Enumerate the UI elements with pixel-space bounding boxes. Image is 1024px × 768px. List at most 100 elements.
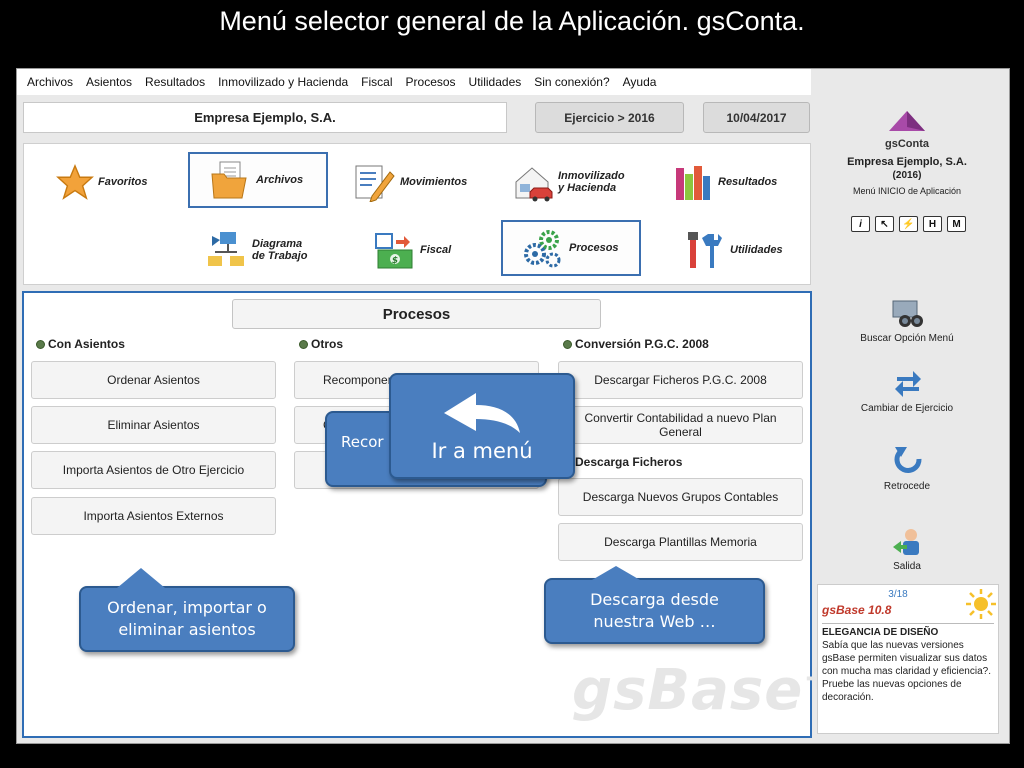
menu-asientos[interactable]: Asientos bbox=[86, 75, 133, 89]
ir-menu-button[interactable]: Ir a menú bbox=[389, 373, 575, 479]
menu-bar: Archivos Asientos Resultados Inmovilizad… bbox=[17, 69, 811, 95]
section-con-asientos-label: Con Asientos bbox=[48, 337, 125, 351]
section-conversion-pgc: Conversión P.G.C. 2008 bbox=[563, 337, 709, 351]
section-bullet-icon bbox=[563, 339, 572, 349]
module-inmovilizado-line1: Inmovilizado bbox=[558, 170, 625, 182]
tip-body: Sabía que las nuevas versiones gsBase pe… bbox=[822, 640, 991, 703]
cambiar-ejercicio-label: Cambiar de Ejercicio bbox=[860, 403, 954, 414]
salida-label: Salida bbox=[893, 561, 921, 572]
tip-product: gsBase 10.8 bbox=[822, 603, 892, 617]
importa-otro-ejercicio-button[interactable]: Importa Asientos de Otro Ejercicio bbox=[31, 451, 276, 489]
module-fiscal[interactable]: $ Fiscal bbox=[374, 222, 484, 278]
ejercicio-button[interactable]: Ejercicio > 2016 bbox=[535, 102, 684, 133]
module-procesos-label: Procesos bbox=[569, 242, 619, 254]
gears-icon bbox=[524, 230, 561, 268]
swap-arrows-icon bbox=[895, 371, 921, 397]
callout-ordenar-text: Ordenar, importar o eliminar asientos bbox=[107, 598, 267, 639]
menu-fiscal[interactable]: Fiscal bbox=[361, 75, 393, 89]
module-archivos[interactable]: Archivos bbox=[188, 152, 328, 208]
module-favoritos-label: Favoritos bbox=[98, 176, 148, 188]
descarga-ficheros-heading: Descarga Ficheros bbox=[575, 455, 683, 469]
flowchart-icon bbox=[208, 232, 244, 266]
section-otros-label: Otros bbox=[311, 337, 344, 351]
ordenar-asientos-button[interactable]: Ordenar Asientos bbox=[31, 361, 276, 399]
lightning-icon[interactable]: ⚡ bbox=[899, 216, 918, 232]
callout-descarga: Descarga desde nuestra Web … bbox=[544, 566, 765, 644]
watermark-text: gsBase bbox=[572, 658, 804, 723]
cursor-icon[interactable]: ↖ bbox=[875, 216, 894, 232]
descarga-grupos-button[interactable]: Descarga Nuevos Grupos Contables bbox=[558, 478, 803, 516]
section-otros: Otros bbox=[299, 337, 343, 351]
money-icon: $ bbox=[375, 233, 413, 269]
binoculars-icon bbox=[892, 300, 923, 327]
house-car-icon bbox=[515, 167, 553, 202]
document-pencil-icon bbox=[355, 165, 395, 202]
h-icon[interactable]: H bbox=[923, 216, 942, 232]
star-icon bbox=[56, 163, 94, 200]
menu-inmovilizado[interactable]: Inmovilizado y Hacienda bbox=[218, 75, 349, 89]
menu-procesos[interactable]: Procesos bbox=[405, 75, 456, 89]
module-movimientos-label: Movimientos bbox=[400, 176, 468, 188]
app-name: gsConta bbox=[885, 138, 929, 150]
procesos-title: Procesos bbox=[232, 299, 601, 329]
ir-menu-label: Ir a menú bbox=[431, 439, 533, 463]
module-procesos[interactable]: Procesos bbox=[501, 220, 641, 276]
module-diagrama-line2: de Trabajo bbox=[252, 250, 308, 262]
info-icon[interactable]: i bbox=[851, 216, 870, 232]
callout-ordenar: Ordenar, importar o eliminar asientos bbox=[79, 568, 295, 652]
section-conversion-pgc-label: Conversión P.G.C. 2008 bbox=[575, 337, 709, 351]
tip-counter[interactable]: 3/18 bbox=[888, 589, 908, 600]
module-fiscal-label: Fiscal bbox=[420, 244, 452, 256]
folder-icon bbox=[211, 161, 247, 199]
slide-title: Menú selector general de la Aplicación. … bbox=[219, 6, 805, 36]
tools-icon bbox=[688, 232, 722, 268]
app-window: Archivos Asientos Resultados Inmovilizad… bbox=[16, 68, 1010, 744]
module-resultados-label: Resultados bbox=[718, 176, 778, 188]
menu-sin-conexion[interactable]: Sin conexión? bbox=[534, 75, 610, 89]
module-diagrama-line1: Diagrama bbox=[252, 238, 303, 250]
module-utilidades-label: Utilidades bbox=[730, 244, 783, 256]
modules-panel: Favoritos Archivos Movimientos Inmoviliz… bbox=[23, 143, 811, 285]
module-inmovilizado-line2: y Hacienda bbox=[558, 182, 617, 194]
module-favoritos[interactable]: Favoritos bbox=[56, 154, 176, 210]
callout-recomponer-line1: Recor bbox=[341, 433, 384, 451]
svg-text:$: $ bbox=[392, 256, 398, 266]
back-arrow-icon bbox=[444, 393, 520, 433]
eliminar-asientos-button[interactable]: Eliminar Asientos bbox=[31, 406, 276, 444]
menu-resultados[interactable]: Resultados bbox=[145, 75, 206, 89]
right-subtitle: Menú INICIO de Aplicación bbox=[852, 186, 962, 196]
tip-heading: ELEGANCIA DE DISEÑO bbox=[822, 623, 994, 638]
importa-externos-button[interactable]: Importa Asientos Externos bbox=[31, 497, 276, 535]
undo-icon bbox=[894, 447, 922, 473]
m-icon[interactable]: M bbox=[947, 216, 966, 232]
menu-utilidades[interactable]: Utilidades bbox=[468, 75, 522, 89]
section-con-asientos: Con Asientos bbox=[36, 337, 125, 351]
section-bullet-icon bbox=[299, 339, 308, 349]
tip-panel: 3/18 gsBase 10.8 ELEGANCIA DE DISEÑO Sab… bbox=[817, 584, 999, 734]
exit-user-icon bbox=[893, 529, 919, 555]
procesos-panel: Procesos Con Asientos Ordenar Asientos E… bbox=[22, 291, 832, 738]
company-name: Empresa Ejemplo, S.A. bbox=[23, 102, 507, 133]
date-button[interactable]: 10/04/2017 bbox=[703, 102, 810, 133]
right-year: (2016) bbox=[892, 170, 922, 181]
gsconta-logo-icon bbox=[889, 111, 925, 131]
menu-archivos[interactable]: Archivos bbox=[27, 75, 74, 89]
callout-descarga-text: Descarga desde nuestra Web … bbox=[590, 590, 719, 631]
right-company: Empresa Ejemplo, S.A. bbox=[847, 156, 967, 168]
section-bullet-icon bbox=[36, 339, 45, 349]
module-resultados[interactable]: Resultados bbox=[672, 154, 792, 210]
gsbase-watermark: gsBase+ bbox=[572, 658, 833, 723]
bar-books-icon bbox=[676, 166, 710, 200]
sun-icon bbox=[966, 589, 996, 619]
module-archivos-label: Archivos bbox=[256, 174, 304, 186]
descargar-ficheros-pgc-button[interactable]: Descargar Ficheros P.G.C. 2008 bbox=[558, 361, 803, 399]
module-utilidades[interactable]: Utilidades bbox=[684, 222, 794, 278]
module-movimientos[interactable]: Movimientos bbox=[354, 154, 484, 210]
convertir-contabilidad-button[interactable]: Convertir Contabilidad a nuevo Plan Gene… bbox=[558, 406, 803, 444]
menu-ayuda[interactable]: Ayuda bbox=[622, 75, 657, 89]
descarga-plantillas-button[interactable]: Descarga Plantillas Memoria bbox=[558, 523, 803, 561]
